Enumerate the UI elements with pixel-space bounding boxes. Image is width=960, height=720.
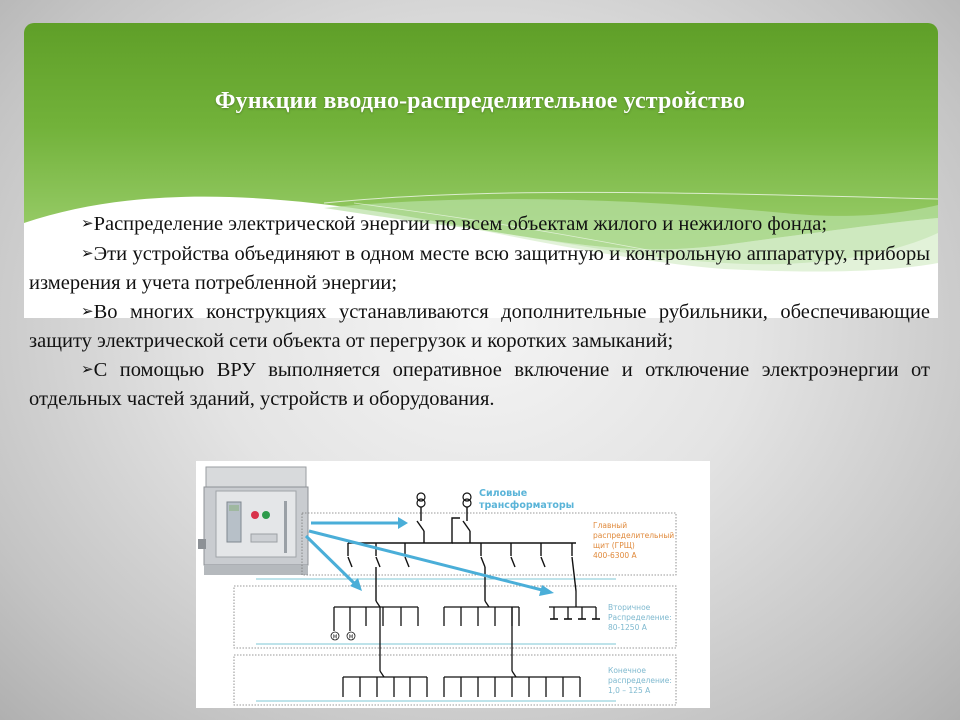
arrow-bullet-icon: ➢ [81, 243, 94, 262]
bullet-item: ➢Распределение электрической энергии по … [81, 213, 828, 235]
arrow-bullet-icon: ➢ [81, 359, 94, 378]
bullet-item: ➢Эти устройства объединяют в одном месте… [29, 242, 930, 295]
secondary-distribution-label: Вторичное Распределение: 80-1250 А [608, 603, 672, 632]
transformers-label: Силовые трансформаторы [479, 488, 575, 511]
circuit-breaker-photo [198, 466, 309, 575]
motor-symbols [330, 631, 356, 641]
final-busbars [342, 670, 581, 697]
transformer-symbols [416, 492, 472, 508]
final-distribution-label: Конечное распределение: 1,0 – 125 А [608, 666, 672, 695]
slide-title: Функции вводно-распределительное устройс… [214, 88, 746, 114]
bullet-item: ➢Во многих конструкциях устанавливаются … [29, 300, 930, 353]
distribution-diagram-image: M M [196, 461, 710, 708]
main-busbar [347, 507, 577, 601]
motor-label: M [349, 635, 353, 641]
bullet-item: ➢С помощью ВРУ выполняется оперативное в… [29, 358, 930, 411]
motor-label: M [333, 635, 337, 641]
main-board-label: Главный распределительный щит (ГРЩ) 400-… [593, 521, 675, 560]
arrow-bullet-icon: ➢ [81, 214, 94, 232]
blue-pointer-arrows [304, 517, 554, 596]
arrow-bullet-icon: ➢ [81, 301, 94, 320]
region-boxes [233, 512, 677, 706]
header-background [24, 23, 938, 318]
single-line-diagram: M M [198, 466, 677, 706]
secondary-busbars [333, 591, 597, 671]
bullet-list: ➢Распределение электрической энергии по … [29, 210, 930, 414]
white-wave-shape [24, 191, 938, 318]
teal-separator-lines [256, 578, 616, 702]
